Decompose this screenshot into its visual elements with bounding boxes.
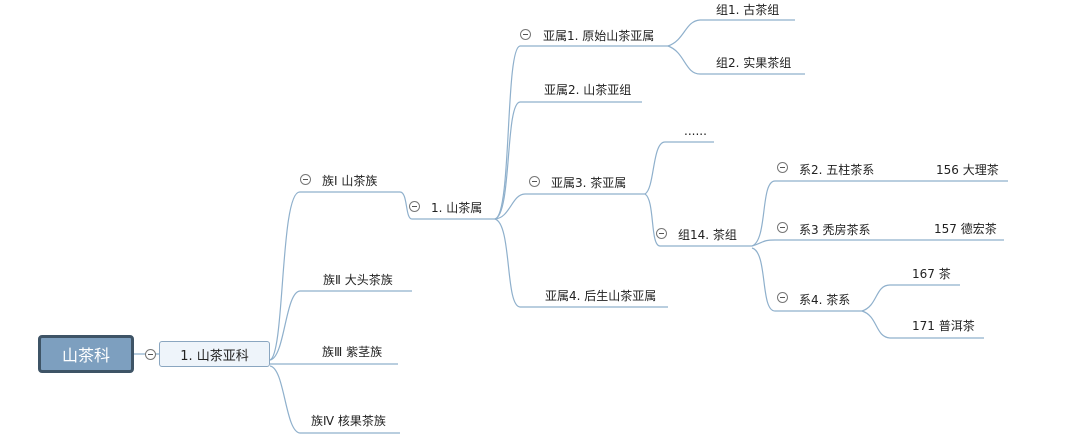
connector-tribe-genus <box>399 191 495 220</box>
subfamily-node[interactable]: 1. 山茶亚科 <box>159 341 270 367</box>
tribe-node-2[interactable]: 族Ⅱ 大头茶族 <box>323 273 393 287</box>
subgenus-node-3[interactable]: 亚属3. 茶亚属 <box>551 176 627 190</box>
section-node-ellipsis[interactable]: ...... <box>684 124 707 138</box>
connector-to-ellipsis <box>644 141 714 195</box>
connector-to-tribe-4 <box>269 365 400 434</box>
species-node-167[interactable]: 167 茶 <box>912 267 951 281</box>
series-node-4[interactable]: 系4. 茶系 <box>799 293 851 307</box>
connector-to-tribe-2 <box>269 290 412 361</box>
subgenus-node-1[interactable]: 亚属1. 原始山茶亚属 <box>543 29 655 43</box>
connector-to-subgenus-2 <box>494 101 642 220</box>
connector-to-subgenus-3 <box>494 193 645 220</box>
connector-to-series-4 <box>751 247 862 312</box>
collapse-toggle-icon[interactable] <box>520 29 531 40</box>
series-node-3[interactable]: 系3 秃房茶系 <box>799 223 871 237</box>
connector-to-section-1 <box>667 19 795 47</box>
connector-to-section-14 <box>644 193 752 247</box>
collapse-toggle-icon[interactable] <box>409 201 420 212</box>
genus-node[interactable]: 1. 山茶属 <box>431 201 483 215</box>
tribe-node-3[interactable]: 族Ⅲ 紫茎族 <box>322 345 383 359</box>
connector-to-series-3 <box>751 239 1004 247</box>
species-node-157[interactable]: 157 德宏茶 <box>934 222 997 236</box>
connector-to-series-2 <box>751 180 1008 247</box>
species-node-156[interactable]: 156 大理茶 <box>936 163 999 177</box>
subgenus-node-4[interactable]: 亚属4. 后生山茶亚属 <box>545 289 657 303</box>
connector-to-species-167 <box>861 284 960 312</box>
subgenus-node-2[interactable]: 亚属2. 山茶亚组 <box>544 83 632 97</box>
connector-to-species-171 <box>861 310 984 339</box>
connector-to-tribe-1 <box>269 191 400 361</box>
collapse-toggle-icon[interactable] <box>300 174 311 185</box>
connector-to-subgenus-4 <box>494 218 668 308</box>
subfamily-label: 1. 山茶亚科 <box>180 348 249 364</box>
section-node-1[interactable]: 组1. 古茶组 <box>716 3 780 17</box>
root-node[interactable]: 山茶科 <box>38 335 134 373</box>
collapse-toggle-icon[interactable] <box>529 176 540 187</box>
root-label: 山茶科 <box>61 346 110 365</box>
connector-to-subgenus-1 <box>494 45 668 220</box>
section-node-2[interactable]: 组2. 实果茶组 <box>716 56 792 70</box>
species-node-171[interactable]: 171 普洱茶 <box>912 319 975 333</box>
collapse-toggle-icon[interactable] <box>656 228 667 239</box>
collapse-toggle-icon[interactable] <box>145 349 156 360</box>
connector-to-section-2 <box>667 45 805 75</box>
tribe-node-1[interactable]: 族Ⅰ 山茶族 <box>322 174 378 188</box>
series-node-2[interactable]: 系2. 五柱茶系 <box>799 163 875 177</box>
tribe-node-4[interactable]: 族Ⅳ 核果茶族 <box>311 414 386 428</box>
collapse-toggle-icon[interactable] <box>777 292 788 303</box>
collapse-toggle-icon[interactable] <box>777 222 788 233</box>
section-node-14[interactable]: 组14. 茶组 <box>678 228 737 242</box>
collapse-toggle-icon[interactable] <box>777 162 788 173</box>
